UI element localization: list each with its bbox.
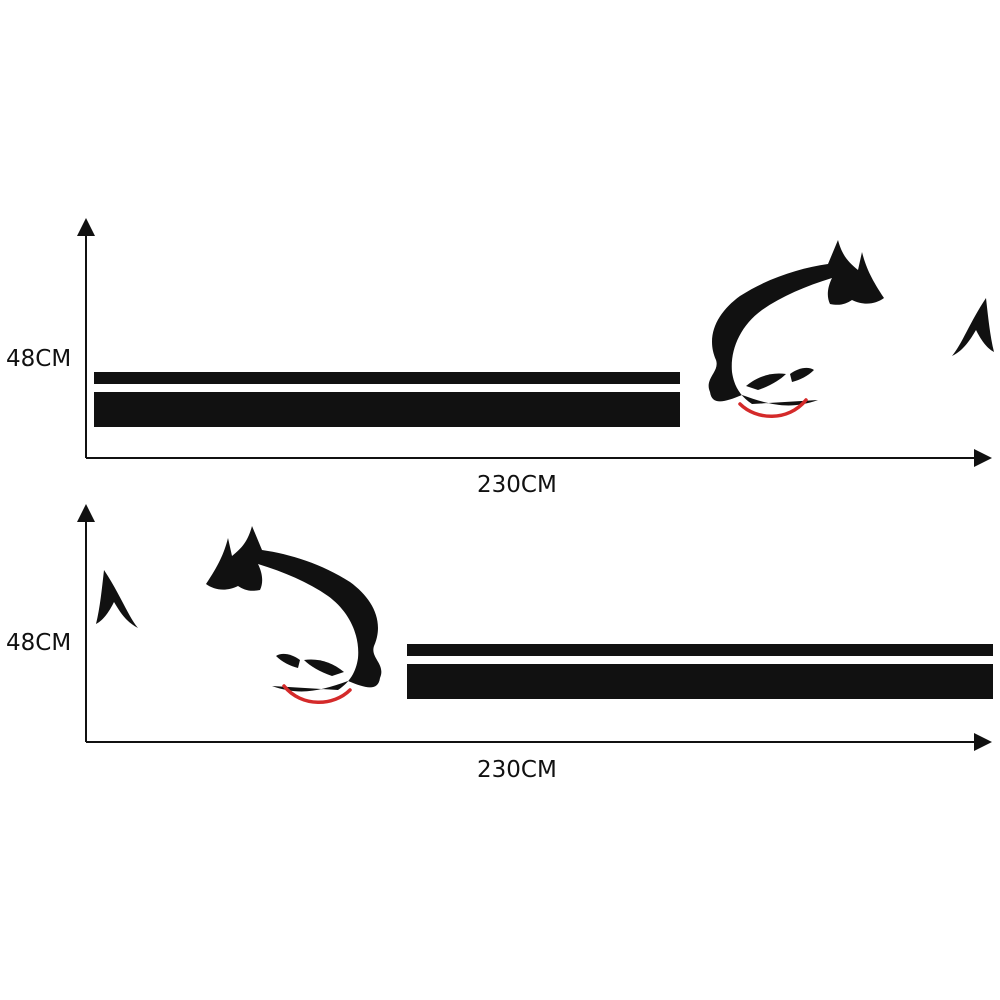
thick-stripe [94, 392, 680, 427]
width-label: 230CM [477, 472, 557, 498]
smile-icon [738, 398, 808, 418]
spike-swoosh-icon [952, 298, 994, 356]
up-arrow-icon [77, 504, 95, 522]
panel-bottom: 48CM 230CM [6, 504, 993, 783]
width-label: 230CM [477, 757, 557, 783]
angry-eyes-face-icon [206, 526, 382, 704]
panel-top: 48CM 230CM [6, 218, 994, 498]
right-arrow-icon [974, 449, 992, 467]
right-arrow-icon [974, 733, 992, 751]
spike-swoosh-icon [96, 570, 138, 628]
up-arrow-icon [77, 218, 95, 236]
thin-stripe [94, 372, 680, 384]
angry-eyes-face-icon [708, 240, 884, 418]
smile-icon [282, 684, 352, 704]
height-label: 48CM [6, 630, 71, 656]
height-label: 48CM [6, 346, 71, 372]
thin-stripe [407, 644, 993, 656]
thick-stripe [407, 664, 993, 699]
